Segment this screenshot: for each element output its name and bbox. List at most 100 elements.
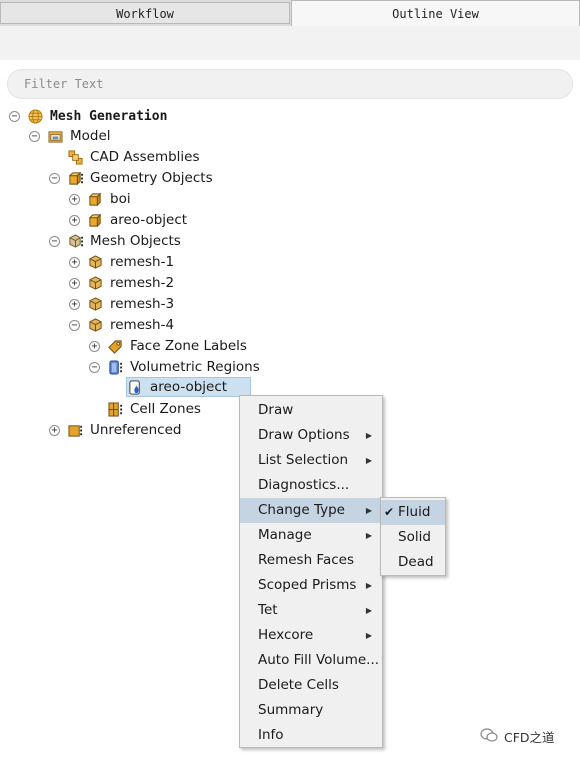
toolbar-strip [0,26,580,60]
tree-item-label: remesh-1 [110,254,175,270]
menu-item-label: Remesh Faces [258,552,354,568]
menu-item-remesh-faces[interactable]: Remesh Faces [240,548,382,573]
tree-item-label: Geometry Objects [90,170,213,186]
menu-item-label: Manage [258,527,312,543]
menu-item-label: Info [258,727,284,743]
submenu-item-dead[interactable]: Dead [381,550,445,575]
tree-item-face-zone-labels[interactable]: + Face Zone Labels [0,336,300,357]
menu-item-label: Tet [258,602,278,618]
submenu-arrow-icon: ▶ [365,506,372,515]
checkmark-icon: ✔ [384,505,395,519]
mesh-objects-icon [69,234,83,248]
selection-highlight [126,377,251,397]
menu-item-label: List Selection [258,452,349,468]
submenu-arrow-icon: ▶ [365,431,372,440]
filter-input[interactable] [7,69,573,99]
tree-item-label: Face Zone Labels [130,338,247,354]
tree-item-remesh-4[interactable]: − remesh-4 [0,315,300,336]
menu-item-auto-fill-volume[interactable]: Auto Fill Volume... [240,648,382,673]
submenu-item-fluid[interactable]: ✔ Fluid [381,500,445,525]
tag-icon [108,340,122,354]
menu-item-label: Delete Cells [258,677,339,693]
cad-assemblies-icon [68,150,83,165]
tree-item-areo-object-region[interactable]: areo-object [126,377,251,398]
submenu-arrow-icon: ▶ [365,581,372,590]
tree-item-unreferenced[interactable]: + Unreferenced [0,420,300,441]
tab-outline-view[interactable]: Outline View [291,0,580,26]
menu-item-draw[interactable]: Draw [240,398,382,423]
tree-item-model[interactable]: − Model [0,126,300,147]
tree-item-remesh-1[interactable]: + remesh-1 [0,252,300,273]
expand-toggle-icon[interactable]: + [89,341,100,352]
cell-zones-icon [108,402,123,417]
collapse-toggle-icon[interactable]: − [49,173,60,184]
menu-item-draw-options[interactable]: Draw Options ▶ [240,423,382,448]
expand-toggle-icon[interactable]: + [49,425,60,436]
model-icon [48,131,63,143]
collapse-toggle-icon[interactable]: − [29,131,40,142]
tree-item-cad-assemblies[interactable]: CAD Assemblies [0,147,300,168]
collapse-toggle-icon[interactable]: − [89,362,100,373]
submenu-item-solid[interactable]: Solid [381,525,445,550]
tree-item-label: remesh-4 [110,317,175,333]
tree-item-geometry-objects[interactable]: − Geometry Objects [0,168,300,189]
collapse-toggle-icon[interactable]: − [69,320,80,331]
submenu-item-label: Fluid [398,504,431,520]
menu-item-label: Hexcore [258,627,314,643]
menu-item-label: Diagnostics... [258,477,350,493]
mesh-object-icon [89,276,102,290]
tree-item-label: areo-object [110,212,188,228]
menu-item-scoped-prisms[interactable]: Scoped Prisms ▶ [240,573,382,598]
context-menu: Draw Draw Options ▶ List Selection ▶ Diagn… [239,395,383,748]
menu-item-manage[interactable]: Manage▶ [240,523,382,548]
geometry-object-icon [88,213,102,228]
expand-toggle-icon[interactable]: + [69,257,80,268]
tree-item-boi[interactable]: + boi [0,189,300,210]
tree-item-label: Unreferenced [90,422,182,438]
submenu-item-label: Dead [398,554,434,570]
menu-item-label: Draw Options [258,427,350,443]
tree-item-areo-object-geometry[interactable]: + areo-object [0,210,300,231]
collapse-toggle-icon[interactable]: − [9,111,20,122]
menu-item-info[interactable]: Info [240,723,382,748]
menu-item-delete-cells[interactable]: Delete Cells [240,673,382,698]
geometry-objects-icon [68,171,83,186]
menu-item-label: Scoped Prisms [258,577,357,593]
tree-item-mesh-generation[interactable]: − Mesh Generation [0,106,300,127]
expand-toggle-icon[interactable]: + [69,215,80,226]
tab-workflow[interactable]: Workflow [0,2,290,24]
expand-toggle-icon[interactable]: + [69,194,80,205]
menu-item-diagnostics[interactable]: Diagnostics... [240,473,382,498]
menu-item-summary[interactable]: Summary [240,698,382,723]
tree-item-remesh-2[interactable]: + remesh-2 [0,273,300,294]
tree-item-label: Mesh Generation [50,109,168,124]
menu-item-tet[interactable]: Tet▶ [240,598,382,623]
geometry-object-icon [88,192,102,207]
menu-item-hexcore[interactable]: Hexcore▶ [240,623,382,648]
tree-item-volumetric-regions[interactable]: − Volumetric Regions [0,357,300,378]
chat-bubbles-icon [480,728,498,742]
change-type-submenu: ✔ Fluid Solid Dead [380,497,446,576]
expand-toggle-icon[interactable]: + [69,278,80,289]
mesh-object-icon [89,297,102,311]
menu-item-list-selection[interactable]: List Selection ▶ [240,448,382,473]
menu-item-label: Draw [258,402,294,418]
tree-item-label: Volumetric Regions [130,359,260,375]
collapse-toggle-icon[interactable]: − [49,236,60,247]
menu-item-label: Auto Fill Volume... [258,652,380,668]
submenu-arrow-icon: ▶ [365,456,372,465]
tree-item-label: Mesh Objects [90,233,181,249]
expand-toggle-icon[interactable]: + [69,299,80,310]
tree-item-cell-zones[interactable]: Cell Zones [0,399,300,420]
tree-item-mesh-objects[interactable]: − Mesh Objects [0,231,300,252]
tree-item-label: Cell Zones [130,401,201,417]
submenu-item-label: Solid [398,529,431,545]
menu-item-label: Change Type [258,502,345,518]
tree-item-label: boi [110,191,131,207]
volumetric-regions-icon [109,360,123,375]
tree-item-label: remesh-2 [110,275,175,291]
tree-item-remesh-3[interactable]: + remesh-3 [0,294,300,315]
menu-item-change-type[interactable]: Change Type ▶ [240,498,382,523]
mesh-object-icon [89,318,102,332]
fluid-region-icon [129,380,140,395]
